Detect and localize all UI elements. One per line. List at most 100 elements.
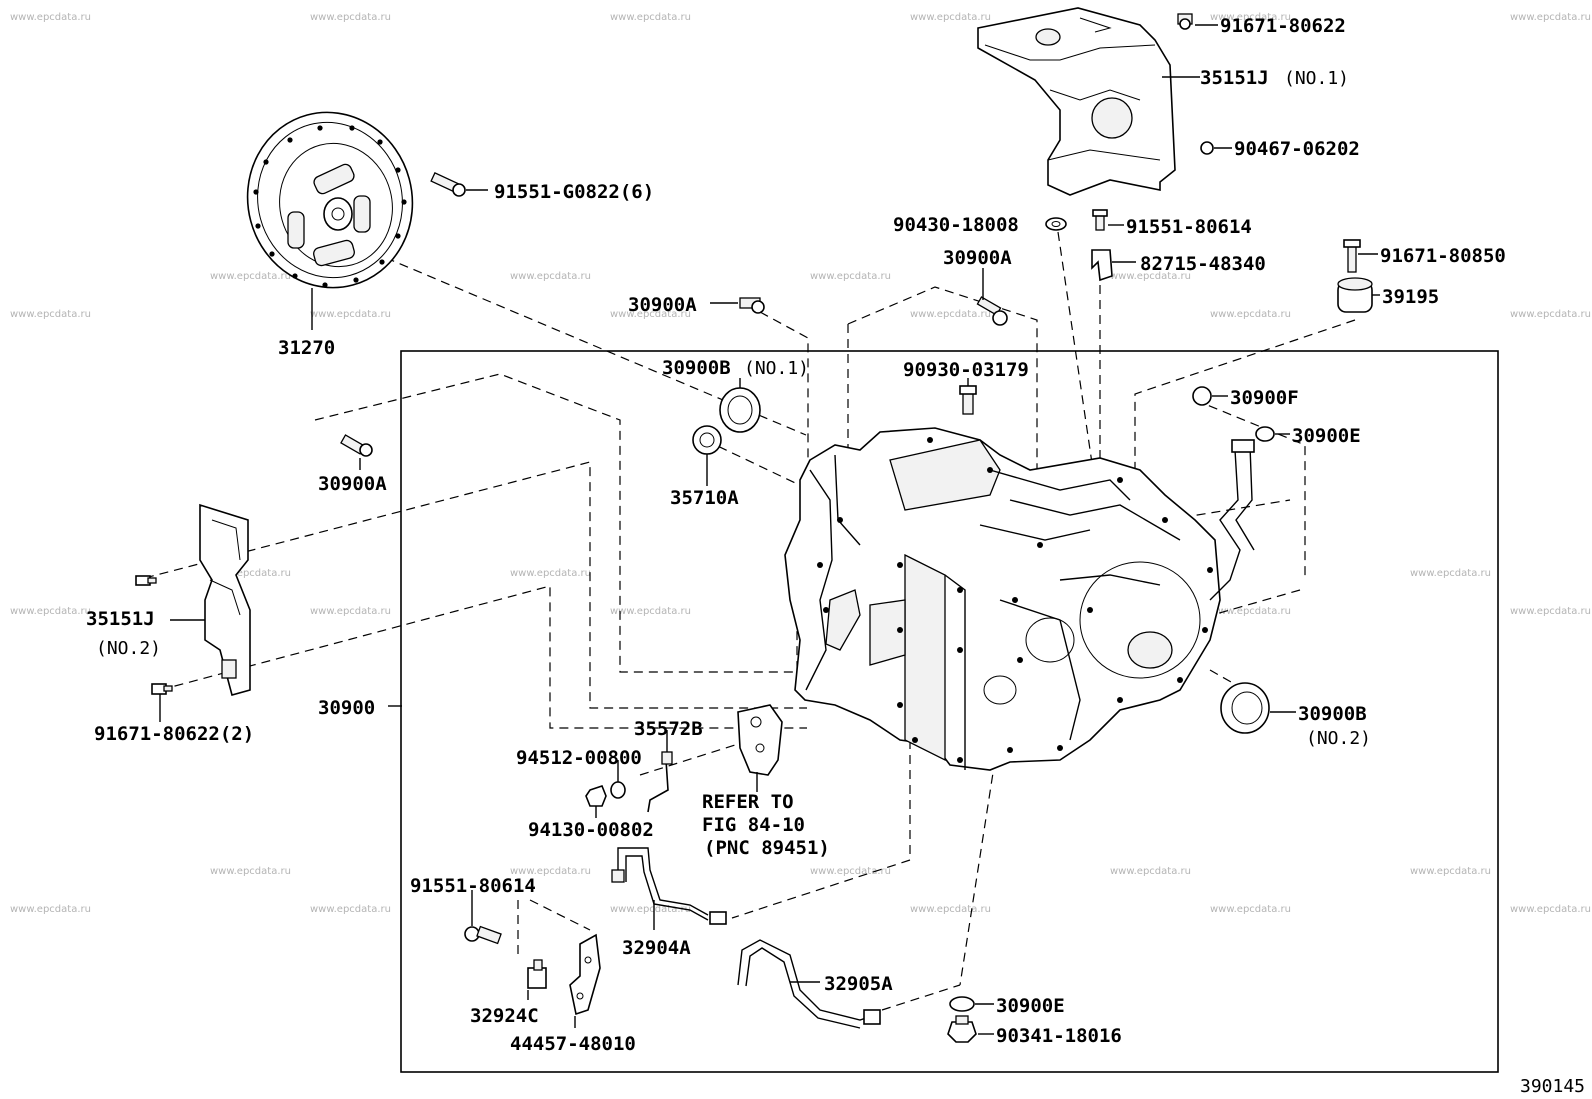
sensor-90930-03179[interactable] — [959, 385, 977, 415]
diagram-id: 390145 — [1520, 1076, 1585, 1097]
watermark: www.epcdata.ru — [910, 12, 991, 23]
watermark: www.epcdata.ru — [610, 309, 691, 320]
bolt-cover-top[interactable] — [135, 575, 157, 586]
watermark: www.epcdata.ru — [610, 904, 691, 915]
label-91671-80622: 91671-80622 — [1220, 15, 1346, 37]
watermark: www.epcdata.ru — [1110, 271, 1191, 282]
watermark: www.epcdata.ru — [610, 606, 691, 617]
watermark: www.epcdata.ru — [210, 271, 291, 282]
bracket-82715-48340[interactable] — [1091, 249, 1113, 282]
label-90467-06202: 90467-06202 — [1234, 138, 1360, 160]
label-30900B-no2: 30900B — [1298, 703, 1367, 725]
watermark: www.epcdata.ru — [210, 866, 291, 877]
label-30900E-right: 30900E — [1292, 425, 1361, 447]
label-35151J-no2-note: (NO.2) — [96, 638, 161, 659]
clutch-disc-31270[interactable] — [228, 94, 432, 306]
hose-32904A[interactable] — [611, 847, 727, 925]
watermark: www.epcdata.ru — [10, 12, 91, 23]
label-91671-80622-2: 91671-80622(2) — [94, 723, 254, 745]
label-31270: 31270 — [278, 337, 335, 359]
label-35710A: 35710A — [670, 487, 739, 509]
label-91551-G0822: 91551-G0822(6) — [494, 181, 654, 203]
watermark: www.epcdata.ru — [1410, 568, 1491, 579]
neutral-switch-ref-89451[interactable] — [737, 704, 783, 776]
label-30900A-mid: 30900A — [628, 294, 697, 316]
part-labels: 31270 91551-G0822(6) 91671-80622 35151J … — [86, 15, 1506, 1055]
bolt-30900A-mid[interactable] — [739, 297, 765, 314]
watermark: www.epcdata.ru — [910, 309, 991, 320]
bolt-91551-80614-bottom[interactable] — [464, 925, 502, 945]
seal-35710A[interactable] — [692, 425, 722, 455]
watermark: www.epcdata.ru — [1510, 904, 1591, 915]
transaxle-30900[interactable] — [784, 427, 1255, 771]
watermark: www.epcdata.ru — [1510, 606, 1591, 617]
watermark: www.epcdata.ru — [510, 866, 591, 877]
washer-94512-00800[interactable] — [610, 781, 626, 799]
clip-32924C[interactable] — [527, 959, 547, 989]
watermark: www.epcdata.ru — [810, 866, 891, 877]
bolt-91671-80622[interactable] — [1177, 13, 1193, 30]
label-32904A: 32904A — [622, 937, 691, 959]
pipe-35572B[interactable] — [647, 751, 673, 813]
watermark: www.epcdata.ru — [910, 904, 991, 915]
watermark: www.epcdata.ru — [510, 568, 591, 579]
mount-39195[interactable] — [1337, 277, 1373, 313]
label-30900E-bottom: 30900E — [996, 995, 1065, 1017]
bolt-91671-80850[interactable] — [1343, 239, 1361, 273]
label-30900B-no2-note: (NO.2) — [1306, 728, 1371, 749]
watermark: www.epcdata.ru — [1110, 866, 1191, 877]
plug-30900F[interactable] — [1192, 386, 1212, 406]
label-30900A-top: 30900A — [943, 247, 1012, 269]
watermark: www.epcdata.ru — [1510, 12, 1591, 23]
bolt-30900A-top[interactable] — [976, 296, 1008, 326]
label-30900B-no1-note: (NO.1) — [744, 358, 809, 379]
bolt-91671-80622-2[interactable] — [151, 683, 173, 695]
nut-94130-00802[interactable] — [585, 785, 607, 807]
watermark: www.epcdata.ru — [210, 568, 291, 579]
watermark: www.epcdata.ru — [310, 904, 391, 915]
cover-35151J-no2[interactable] — [199, 503, 251, 696]
washer-30900E-right[interactable] — [1255, 426, 1275, 442]
watermark: www.epcdata.ru — [1210, 309, 1291, 320]
refer-line-3: (PNC 89451) — [704, 837, 830, 859]
bracket-44457-48010[interactable] — [569, 933, 601, 1016]
bolt-90467-06202[interactable] — [1200, 141, 1214, 155]
bolt-30900A-left[interactable] — [340, 434, 373, 457]
label-94130-00802: 94130-00802 — [528, 819, 654, 841]
watermark: www.epcdata.ru — [510, 271, 591, 282]
cover-35151J-no1[interactable] — [977, 7, 1176, 196]
label-35151J-no2: 35151J — [86, 608, 155, 630]
label-35151J-no1-note: (NO.1) — [1284, 68, 1349, 89]
watermark: www.epcdata.ru — [310, 309, 391, 320]
bolt-91551-80614-top[interactable] — [1092, 209, 1108, 231]
label-90430-18008: 90430-18008 — [893, 214, 1019, 236]
label-32924C: 32924C — [470, 1005, 539, 1027]
label-91551-80614-top: 91551-80614 — [1126, 216, 1252, 238]
label-90341-18016: 90341-18016 — [996, 1025, 1122, 1047]
label-90930-03179: 90930-03179 — [903, 359, 1029, 381]
label-32905A: 32905A — [824, 973, 893, 995]
label-30900A-left: 30900A — [318, 473, 387, 495]
washer-30900E-bottom[interactable] — [949, 996, 975, 1012]
label-44457-48010: 44457-48010 — [510, 1033, 636, 1055]
label-82715-48340: 82715-48340 — [1140, 253, 1266, 275]
plug-90341-18016[interactable] — [947, 1015, 977, 1043]
seal-30900B-no2[interactable] — [1220, 682, 1270, 734]
watermark: www.epcdata.ru — [310, 606, 391, 617]
watermark: www.epcdata.ru — [1410, 866, 1491, 877]
label-39195: 39195 — [1382, 286, 1439, 308]
label-94512-00800: 94512-00800 — [516, 747, 642, 769]
watermark: www.epcdata.ru — [10, 309, 91, 320]
bolt-91551-G0822[interactable] — [430, 172, 466, 197]
seal-30900B-no1[interactable] — [719, 387, 761, 433]
watermark: www.epcdata.ru — [1210, 904, 1291, 915]
label-35572B: 35572B — [634, 718, 703, 740]
watermarks: www.epcdata.ru www.epcdata.ru www.epcdat… — [10, 12, 1591, 915]
refer-line-1: REFER TO — [702, 791, 794, 813]
washer-90430-18008[interactable] — [1045, 217, 1067, 231]
watermark: www.epcdata.ru — [10, 904, 91, 915]
hose-32905A[interactable] — [737, 939, 881, 1029]
label-91551-80614-bottom: 91551-80614 — [410, 875, 536, 897]
watermark: www.epcdata.ru — [810, 271, 891, 282]
